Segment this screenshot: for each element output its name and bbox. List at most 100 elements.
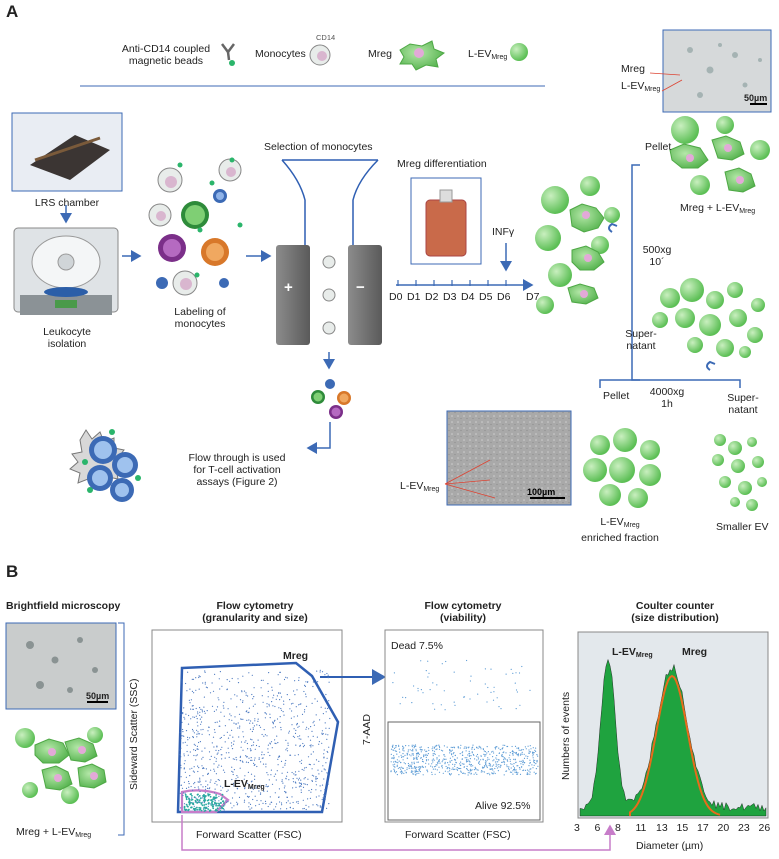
scatter-point [247,782,249,784]
viability-point [390,771,392,773]
scatter-point [189,768,191,770]
viability-point [423,754,425,756]
scatter-point [193,743,195,745]
scatter-point [317,681,319,683]
supernatant-label: Super-natant [625,328,657,352]
scatter-point [264,712,266,714]
scatter-point [213,710,215,713]
scatter-point [253,687,255,689]
scatter-point [281,804,283,806]
viability-point [403,772,405,775]
viability-point [489,764,491,766]
viability-point [470,755,472,757]
scatter-point-lev [200,802,203,804]
viability-point [460,770,462,772]
scatter-point [282,766,284,768]
scatter-point [328,700,330,702]
viability-point [513,768,516,770]
scatter-point-lev [188,798,191,801]
scatter-point [324,674,326,676]
viability-point-dead [454,704,456,707]
viability-point [523,757,526,760]
scatter-point [247,712,249,714]
scatter-point [262,701,264,703]
viability-point [520,763,522,765]
viability-point [398,756,400,758]
viability-point [529,768,531,770]
viability-point [460,771,462,773]
scatter-point [193,732,195,734]
scatter-point [182,742,184,744]
scatter-point-lev [198,801,201,804]
viability-point [513,763,515,765]
scatter-point [280,729,282,731]
scatter-point [199,714,201,717]
viability-point [532,755,534,757]
viability-point [393,768,395,770]
viability-point [452,763,454,765]
scatter-point [272,727,274,729]
viability-point [502,756,504,758]
scatter-point [282,782,284,784]
viability-point [450,773,452,775]
viability-point [500,764,502,766]
scatter-point [246,795,249,798]
viability-point [413,773,415,775]
scatter-point [278,707,280,709]
viability-point [436,757,438,759]
viability-point [431,766,434,768]
scatter-point [219,725,221,727]
viability-point [415,748,417,750]
viability-point [463,747,465,749]
scatter-point [196,718,198,720]
scatter-point-lev [190,793,193,795]
scatter-point [262,679,264,681]
viability-point [467,774,469,776]
scatter-point [222,705,224,707]
scatter-point [297,736,299,738]
viability-point [437,761,440,763]
fc1-ylabel: Sideward Scatter (SSC) [128,678,140,790]
scatter-point [199,741,201,743]
viability-point [393,769,396,771]
viability-point-dead [463,696,465,698]
scatter-point [319,806,321,808]
scatter-point [318,773,320,775]
scatter-point [239,727,241,729]
scatter-point [186,690,188,692]
viability-point [447,766,449,769]
viability-point [503,774,505,776]
scatter-point [267,744,269,746]
viability-point [406,754,408,756]
scatter-point [181,787,184,789]
viability-point [533,762,536,764]
viability-point [511,751,513,753]
scatter-point [196,736,198,738]
scatter-point [189,775,191,777]
scatter-point [211,742,213,744]
scatter-point [224,804,226,806]
viability-point [513,767,516,769]
scatter-point [257,712,259,714]
scatter-point [268,705,270,707]
viability-point [414,771,416,773]
viability-point-dead [505,673,507,675]
scatter-point [261,751,263,753]
scatter-point [322,765,324,767]
scatter-point [189,702,191,704]
scatter-point [213,804,215,806]
scatter-point [208,751,211,753]
mreg-cluster-d7 [535,176,620,314]
scatter-point [239,755,242,757]
viability-point [442,750,444,752]
scatter-point-lev [198,799,201,802]
viability-point [529,759,531,761]
coulter-tick-17: 17 [697,822,709,834]
viability-point [412,748,414,751]
scatter-point [261,808,263,810]
viability-point [517,753,520,755]
viability-point [502,761,504,763]
coulter-tick-3: 3 [574,822,580,834]
viability-point [464,773,466,775]
viability-point [515,751,518,754]
